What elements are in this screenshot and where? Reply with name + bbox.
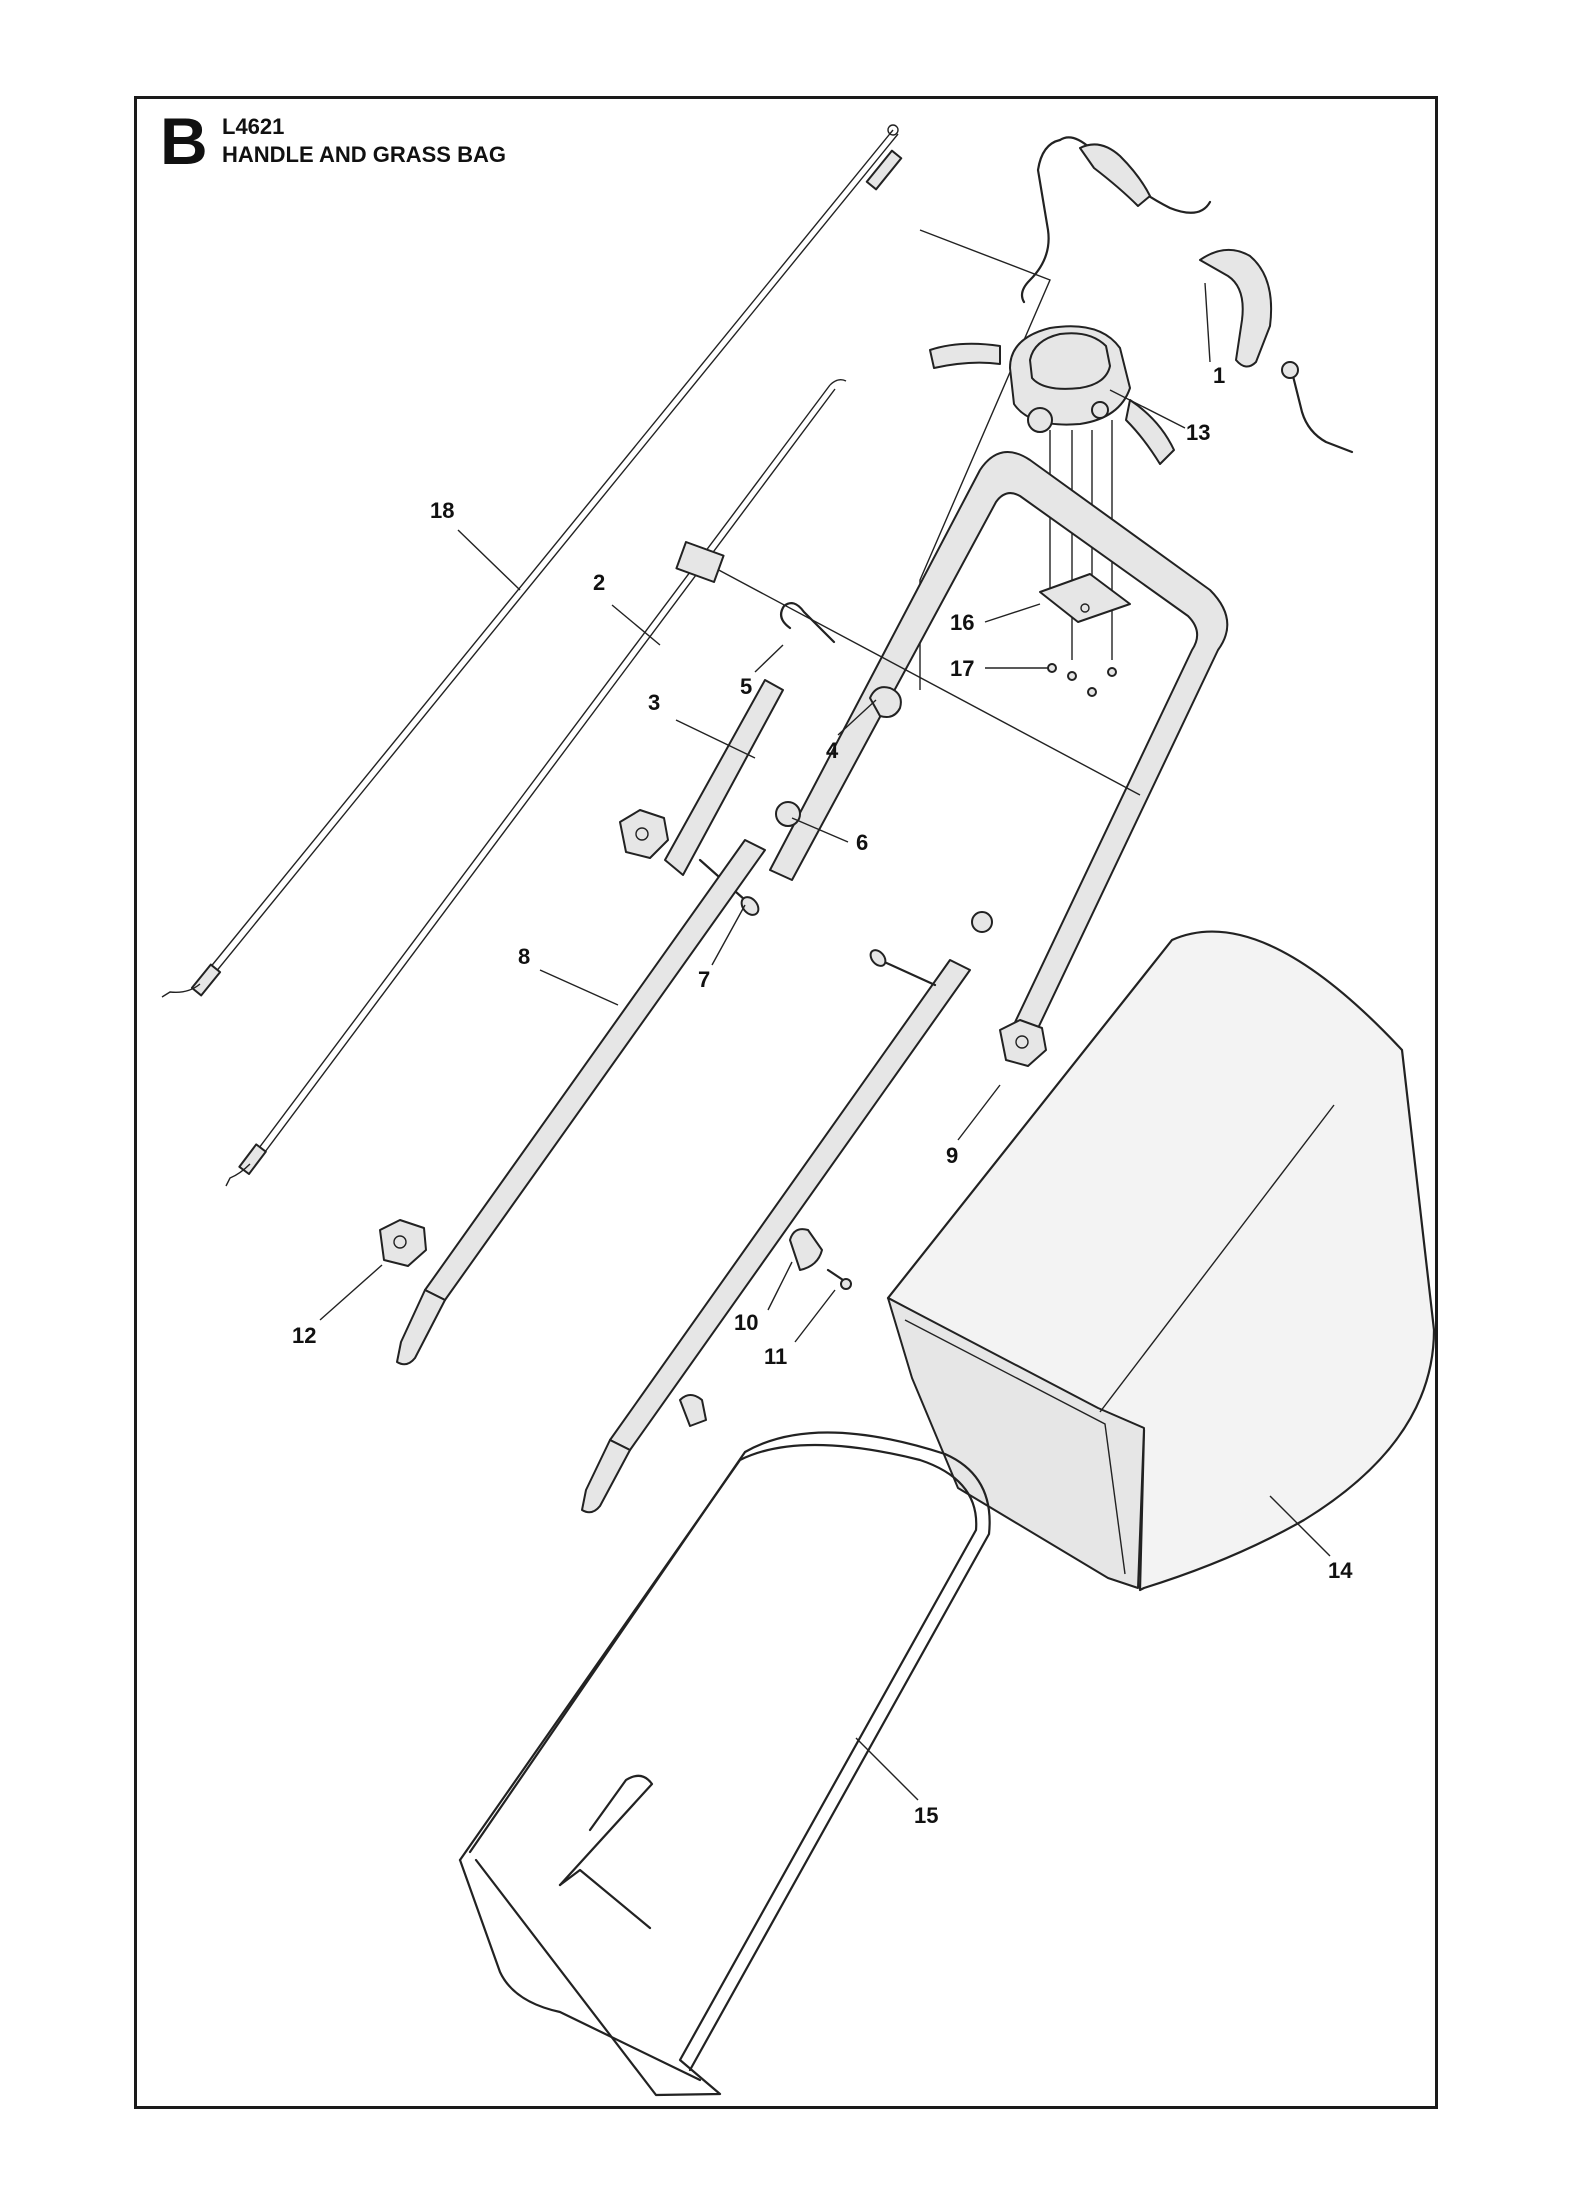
callout-label-1: 1 bbox=[1213, 363, 1225, 388]
callout-leader-9 bbox=[957, 1084, 1001, 1141]
callout-label-5: 5 bbox=[740, 674, 752, 699]
callout-label-6: 6 bbox=[856, 830, 868, 855]
part-15-bag-frame bbox=[458, 1431, 991, 2097]
callout-label-17: 17 bbox=[950, 656, 974, 681]
part-9-star-knob bbox=[999, 1019, 1047, 1067]
part-13-control-console bbox=[929, 325, 1175, 660]
callout-label-2: 2 bbox=[593, 570, 605, 595]
callout-4: 4 bbox=[826, 699, 877, 763]
upper-handle-frame bbox=[699, 451, 1229, 1046]
callout-6: 6 bbox=[791, 817, 868, 855]
callout-5: 5 bbox=[740, 644, 784, 699]
callout-label-15: 15 bbox=[914, 1803, 938, 1828]
diagram-title: HANDLE AND GRASS BAG bbox=[222, 142, 506, 167]
part-18-cable bbox=[161, 124, 903, 998]
part-1-top-handle bbox=[1020, 136, 1354, 454]
callout-2: 2 bbox=[593, 570, 661, 646]
callout-8: 8 bbox=[518, 944, 619, 1006]
diagram-frame bbox=[134, 96, 1438, 2109]
callout-leader-2 bbox=[611, 604, 661, 646]
callout-leader-12 bbox=[319, 1264, 383, 1321]
callout-label-9: 9 bbox=[946, 1143, 958, 1168]
part-11-screw bbox=[826, 1268, 852, 1290]
callout-label-8: 8 bbox=[518, 944, 530, 969]
callout-leader-16 bbox=[984, 603, 1041, 623]
part-10-cable-clip bbox=[789, 1228, 823, 1271]
callout-11: 11 bbox=[764, 1289, 836, 1369]
callout-leader-13 bbox=[1109, 389, 1186, 429]
callout-18: 18 bbox=[430, 498, 521, 591]
callout-label-10: 10 bbox=[734, 1310, 758, 1335]
callout-1: 1 bbox=[1204, 282, 1225, 388]
callout-15: 15 bbox=[855, 1737, 938, 1828]
callout-10: 10 bbox=[734, 1261, 793, 1335]
part-5-clip bbox=[779, 602, 836, 644]
part-16-bracket bbox=[1039, 573, 1131, 623]
right-bolt bbox=[869, 911, 993, 987]
callout-3: 3 bbox=[648, 690, 756, 759]
cable-clip bbox=[675, 541, 725, 583]
callout-label-16: 16 bbox=[950, 610, 974, 635]
callout-leader-11 bbox=[794, 1289, 836, 1343]
callout-leader-7 bbox=[711, 904, 746, 966]
callout-leader-3 bbox=[675, 719, 756, 759]
callout-13: 13 bbox=[1109, 389, 1210, 445]
callout-leader-18 bbox=[457, 529, 521, 591]
callout-label-18: 18 bbox=[430, 498, 454, 523]
part-17-screws bbox=[1047, 663, 1117, 697]
lower-handle-right bbox=[581, 959, 971, 1514]
callout-leader-5 bbox=[754, 644, 784, 673]
callout-leader-14 bbox=[1269, 1495, 1331, 1557]
callout-label-3: 3 bbox=[648, 690, 660, 715]
part-8-lower-handle-left bbox=[396, 839, 766, 1366]
callout-leader-6 bbox=[791, 817, 849, 843]
callout-12: 12 bbox=[292, 1264, 383, 1348]
part-4-knob bbox=[869, 686, 902, 718]
callout-7: 7 bbox=[698, 904, 746, 992]
callout-label-11: 11 bbox=[764, 1344, 787, 1369]
callout-leader-4 bbox=[837, 699, 877, 736]
part-6-nut bbox=[775, 801, 801, 827]
callout-16: 16 bbox=[950, 603, 1041, 635]
model-code: L4621 bbox=[222, 114, 285, 139]
callout-leader-15 bbox=[855, 1737, 919, 1801]
callout-label-4: 4 bbox=[826, 738, 839, 763]
callout-label-13: 13 bbox=[1186, 420, 1210, 445]
callout-17: 17 bbox=[950, 656, 1048, 681]
star-knob-left bbox=[619, 809, 669, 859]
part-3-slide-bracket bbox=[664, 679, 784, 876]
part-12-star-knob bbox=[379, 1219, 427, 1267]
callout-label-14: 14 bbox=[1328, 1558, 1353, 1583]
callout-label-12: 12 bbox=[292, 1323, 316, 1348]
callout-leader-1 bbox=[1204, 282, 1211, 363]
part-2-cable bbox=[225, 378, 847, 1187]
callout-leader-10 bbox=[767, 1261, 793, 1311]
callout-9: 9 bbox=[946, 1084, 1001, 1168]
part-14-grass-bag bbox=[886, 930, 1436, 1592]
callout-label-7: 7 bbox=[698, 967, 710, 992]
callout-14: 14 bbox=[1269, 1495, 1353, 1583]
callout-leader-8 bbox=[539, 969, 619, 1006]
section-letter: B bbox=[160, 104, 208, 178]
